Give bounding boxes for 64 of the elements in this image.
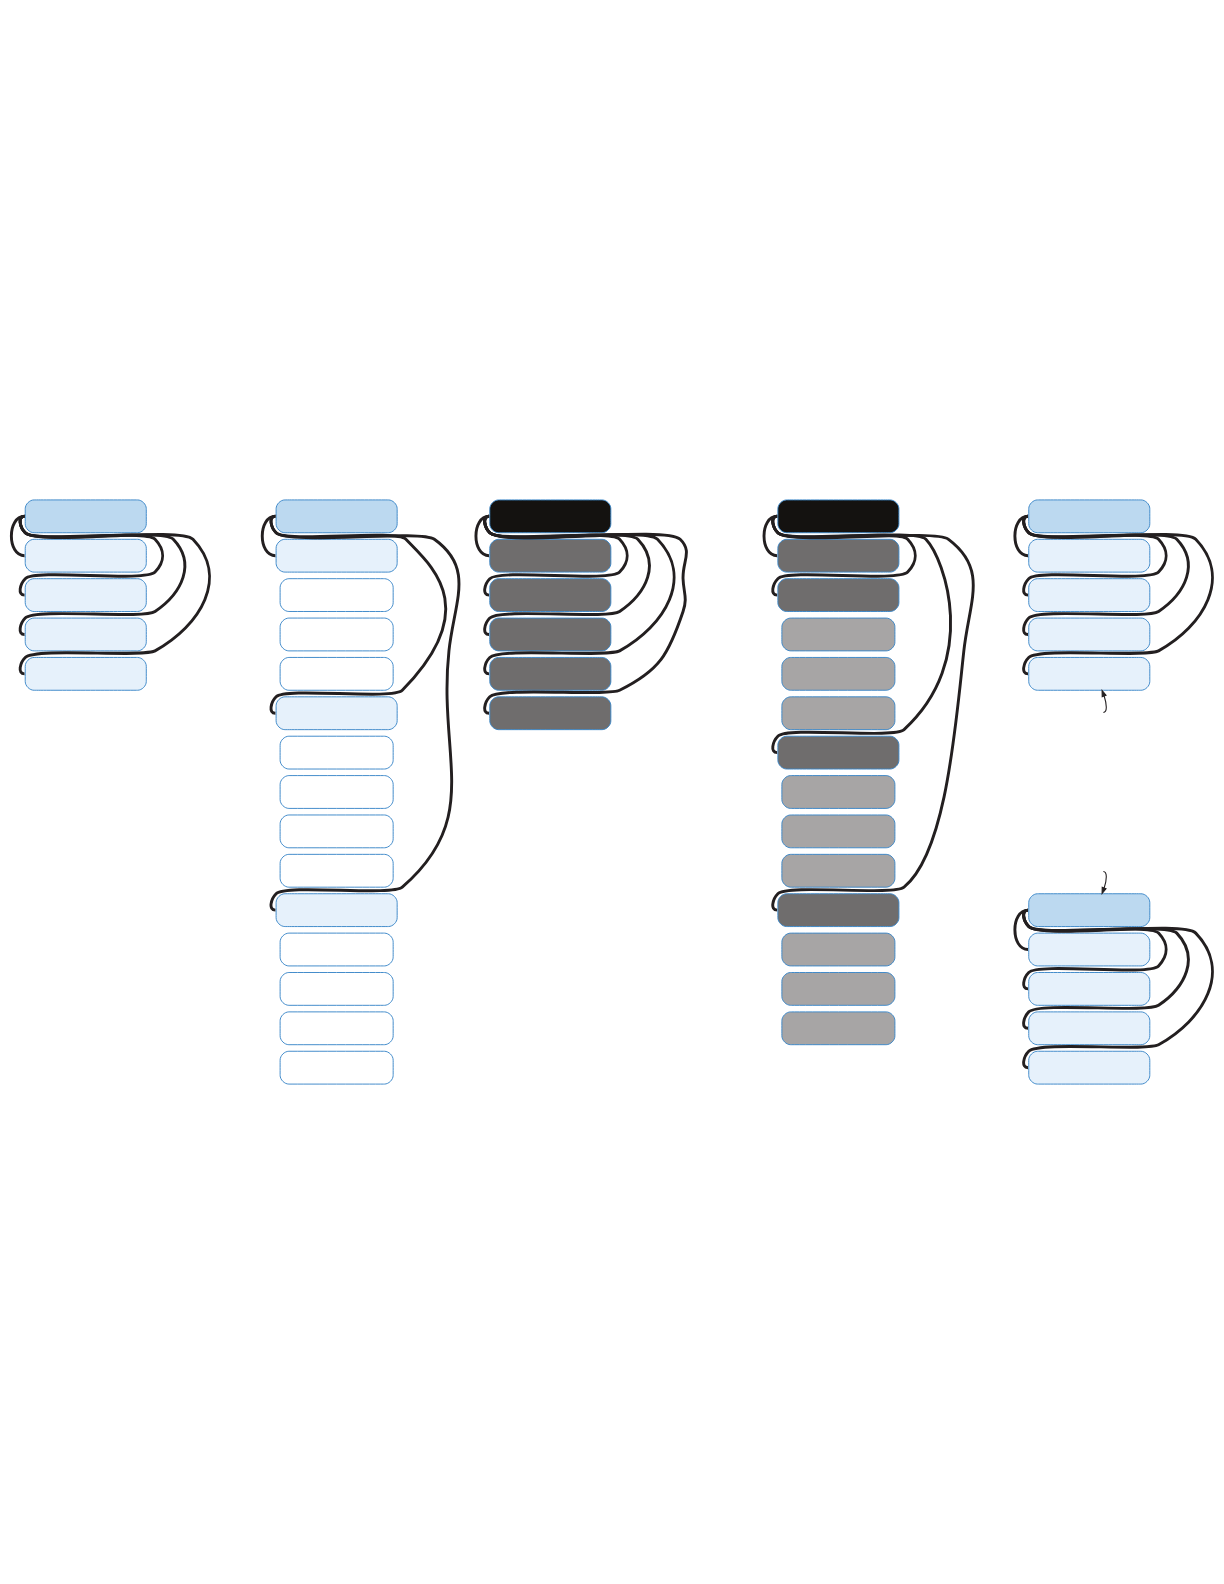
node-box xyxy=(275,499,398,534)
node-box xyxy=(279,1011,394,1046)
node-box xyxy=(24,617,147,652)
connector xyxy=(18,515,187,636)
node-box xyxy=(781,814,896,849)
node-box xyxy=(279,814,394,849)
node-box xyxy=(1028,972,1151,1006)
node-box xyxy=(781,656,896,691)
node-box xyxy=(24,538,147,573)
node-box xyxy=(777,893,900,928)
node-box xyxy=(279,932,394,967)
connector xyxy=(9,514,25,558)
node-box xyxy=(489,696,612,731)
node-box xyxy=(781,932,896,967)
arrow xyxy=(1101,870,1107,896)
node-box xyxy=(279,1050,394,1085)
node-box xyxy=(1028,499,1151,534)
connector xyxy=(1022,515,1214,676)
node-box xyxy=(489,499,612,534)
node-box xyxy=(275,538,398,573)
node-box xyxy=(279,656,394,691)
connector xyxy=(762,514,778,558)
node-box xyxy=(275,696,398,731)
node-box xyxy=(781,696,896,731)
connector xyxy=(771,515,975,912)
connector xyxy=(18,515,211,676)
node-box xyxy=(1028,578,1151,612)
node-box xyxy=(24,656,147,691)
node-box xyxy=(489,656,612,691)
node-box xyxy=(781,1011,896,1046)
node-box xyxy=(1028,1011,1151,1046)
node-box xyxy=(777,538,900,573)
node-box xyxy=(279,735,394,770)
node-box xyxy=(279,775,394,809)
connector xyxy=(1013,514,1029,558)
connector xyxy=(483,515,688,715)
node-box xyxy=(1028,893,1151,928)
node-box xyxy=(781,617,896,652)
node-box xyxy=(489,538,612,573)
node-box xyxy=(489,578,612,612)
node-box xyxy=(781,853,896,888)
connector xyxy=(1013,908,1029,951)
node-box xyxy=(24,578,147,612)
node-box xyxy=(781,972,896,1006)
node-box xyxy=(489,617,612,652)
node-box xyxy=(279,617,394,652)
node-box xyxy=(777,499,900,534)
node-box xyxy=(777,735,900,770)
node-box xyxy=(279,578,394,612)
node-box xyxy=(1028,1050,1151,1085)
node-box xyxy=(275,893,398,928)
node-box xyxy=(24,499,147,534)
arrow xyxy=(1101,688,1107,714)
node-box xyxy=(1028,932,1151,967)
connector xyxy=(474,514,490,558)
node-box xyxy=(1028,656,1151,691)
node-box xyxy=(777,578,900,612)
node-box xyxy=(1028,617,1151,652)
connector xyxy=(260,514,276,558)
node-box xyxy=(279,853,394,888)
node-box xyxy=(1028,538,1151,573)
node-box xyxy=(781,775,896,809)
connector xyxy=(1022,908,1214,1069)
node-box xyxy=(279,972,394,1006)
